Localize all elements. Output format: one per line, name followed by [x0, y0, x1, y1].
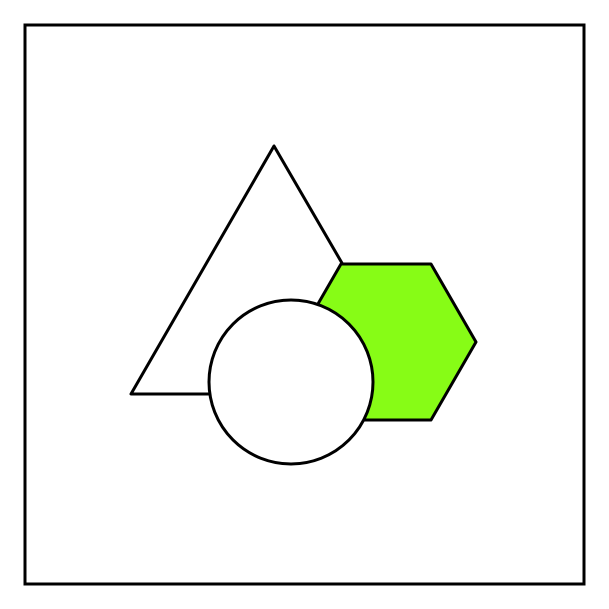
circle-shape: [207, 298, 375, 466]
